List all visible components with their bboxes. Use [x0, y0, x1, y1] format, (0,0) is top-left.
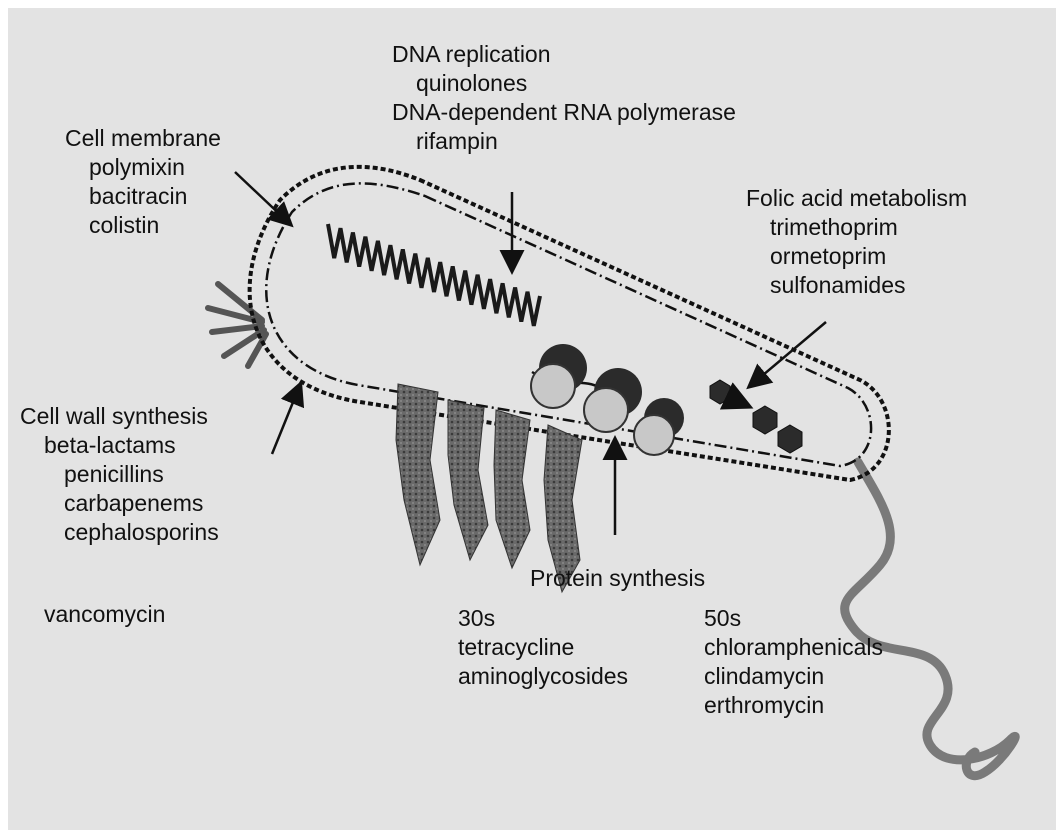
drug-penicillins: penicillins [20, 460, 219, 489]
drug-tetracycline: tetracycline [458, 633, 628, 662]
folic-acid-heading: Folic acid metabolism [746, 184, 967, 213]
dna-label: DNA replication quinolones DNA-dependent… [392, 40, 736, 156]
drug-clindamycin: clindamycin [704, 662, 883, 691]
drug-carbapenems: carbapenems [20, 489, 219, 518]
rna-polymerase-heading: DNA-dependent RNA polymerase [392, 98, 736, 127]
subunit-30s-heading: 30s [458, 604, 628, 633]
cellwall-label: Cell wall synthesis beta-lactams penicil… [20, 402, 219, 547]
cell-wall-heading: Cell wall synthesis [20, 402, 219, 431]
drug-colistin: colistin [65, 211, 221, 240]
subunit-50s-heading: 50s [704, 604, 883, 633]
drug-aminoglycosides: aminoglycosides [458, 662, 628, 691]
pili [396, 384, 582, 592]
drug-rifampin: rifampin [392, 127, 736, 156]
folic-label: Folic acid metabolism trimethoprim ormet… [746, 184, 967, 300]
drug-vancomycin: vancomycin [44, 600, 165, 629]
drug-trimethoprim: trimethoprim [746, 213, 967, 242]
fimbriae [208, 284, 266, 366]
drug-polymixin: polymixin [65, 153, 221, 182]
protein-synthesis-heading: Protein synthesis [530, 564, 705, 593]
membrane-label: Cell membrane polymixin bacitracin colis… [65, 124, 221, 240]
ribosome-30s-label: 30s tetracycline aminoglycosides [458, 604, 628, 691]
folate-molecules [710, 380, 802, 453]
drug-chloramphenicals: chloramphenicals [704, 633, 883, 662]
drug-quinolones: quinolones [392, 69, 736, 98]
drug-beta-lactams: beta-lactams [20, 431, 219, 460]
drug-ormetoprim: ormetoprim [746, 242, 967, 271]
dna-strand [328, 224, 540, 326]
drug-erthromycin: erthromycin [704, 691, 883, 720]
cell-membrane-heading: Cell membrane [65, 124, 221, 153]
pointer-arrows [235, 172, 826, 535]
drug-sulfonamides: sulfonamides [746, 271, 967, 300]
drug-cephalosporins: cephalosporins [20, 518, 219, 547]
drug-bacitracin: bacitracin [65, 182, 221, 211]
dna-replication-heading: DNA replication [392, 40, 736, 69]
ribosome-50s-label: 50s chloramphenicals clindamycin erthrom… [704, 604, 883, 720]
